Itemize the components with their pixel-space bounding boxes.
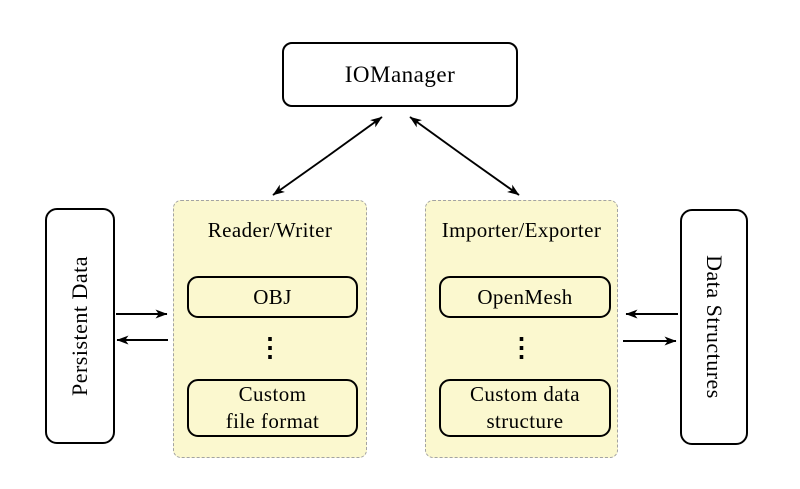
arrow-iomanager-to-importer-exporter-up [409,116,465,157]
arrow-iomanager-to-importer-exporter-down [463,155,520,196]
node-obj: OBJ [187,276,358,318]
node-custom-file-format-label: Custom file format [225,382,320,433]
node-custom-file-format: Custom file format [187,379,358,437]
group-importer-exporter: Importer/Exporter OpenMesh ⋮ Custom data… [425,200,618,458]
node-persistent-data-label: Persistent Data [67,255,92,397]
node-custom-data-structure: Custom data structure [439,379,611,437]
vertical-ellipsis-importer-exporter: ⋮ [508,333,535,362]
node-obj-label: OBJ [253,284,292,309]
group-reader-writer: Reader/Writer OBJ ⋮ Custom file format [173,200,367,458]
node-iomanager-label: IOManager [344,61,456,87]
group-importer-exporter-title: Importer/Exporter [441,218,602,242]
node-data-structures-label: Data Structures [702,255,728,399]
node-openmesh-label: OpenMesh [477,284,573,309]
arrow-iomanager-to-reader-writer-up [327,116,383,157]
node-openmesh: OpenMesh [439,276,611,318]
node-custom-data-structure-label: Custom data structure [470,382,580,433]
node-iomanager: IOManager [282,42,518,107]
vertical-ellipsis-reader-writer: ⋮ [257,333,283,362]
group-reader-writer-title: Reader/Writer [207,218,333,242]
node-persistent-data: Persistent Data [45,208,115,444]
arrow-iomanager-to-reader-writer-down [272,155,329,196]
node-data-structures: Data Structures [680,209,748,445]
